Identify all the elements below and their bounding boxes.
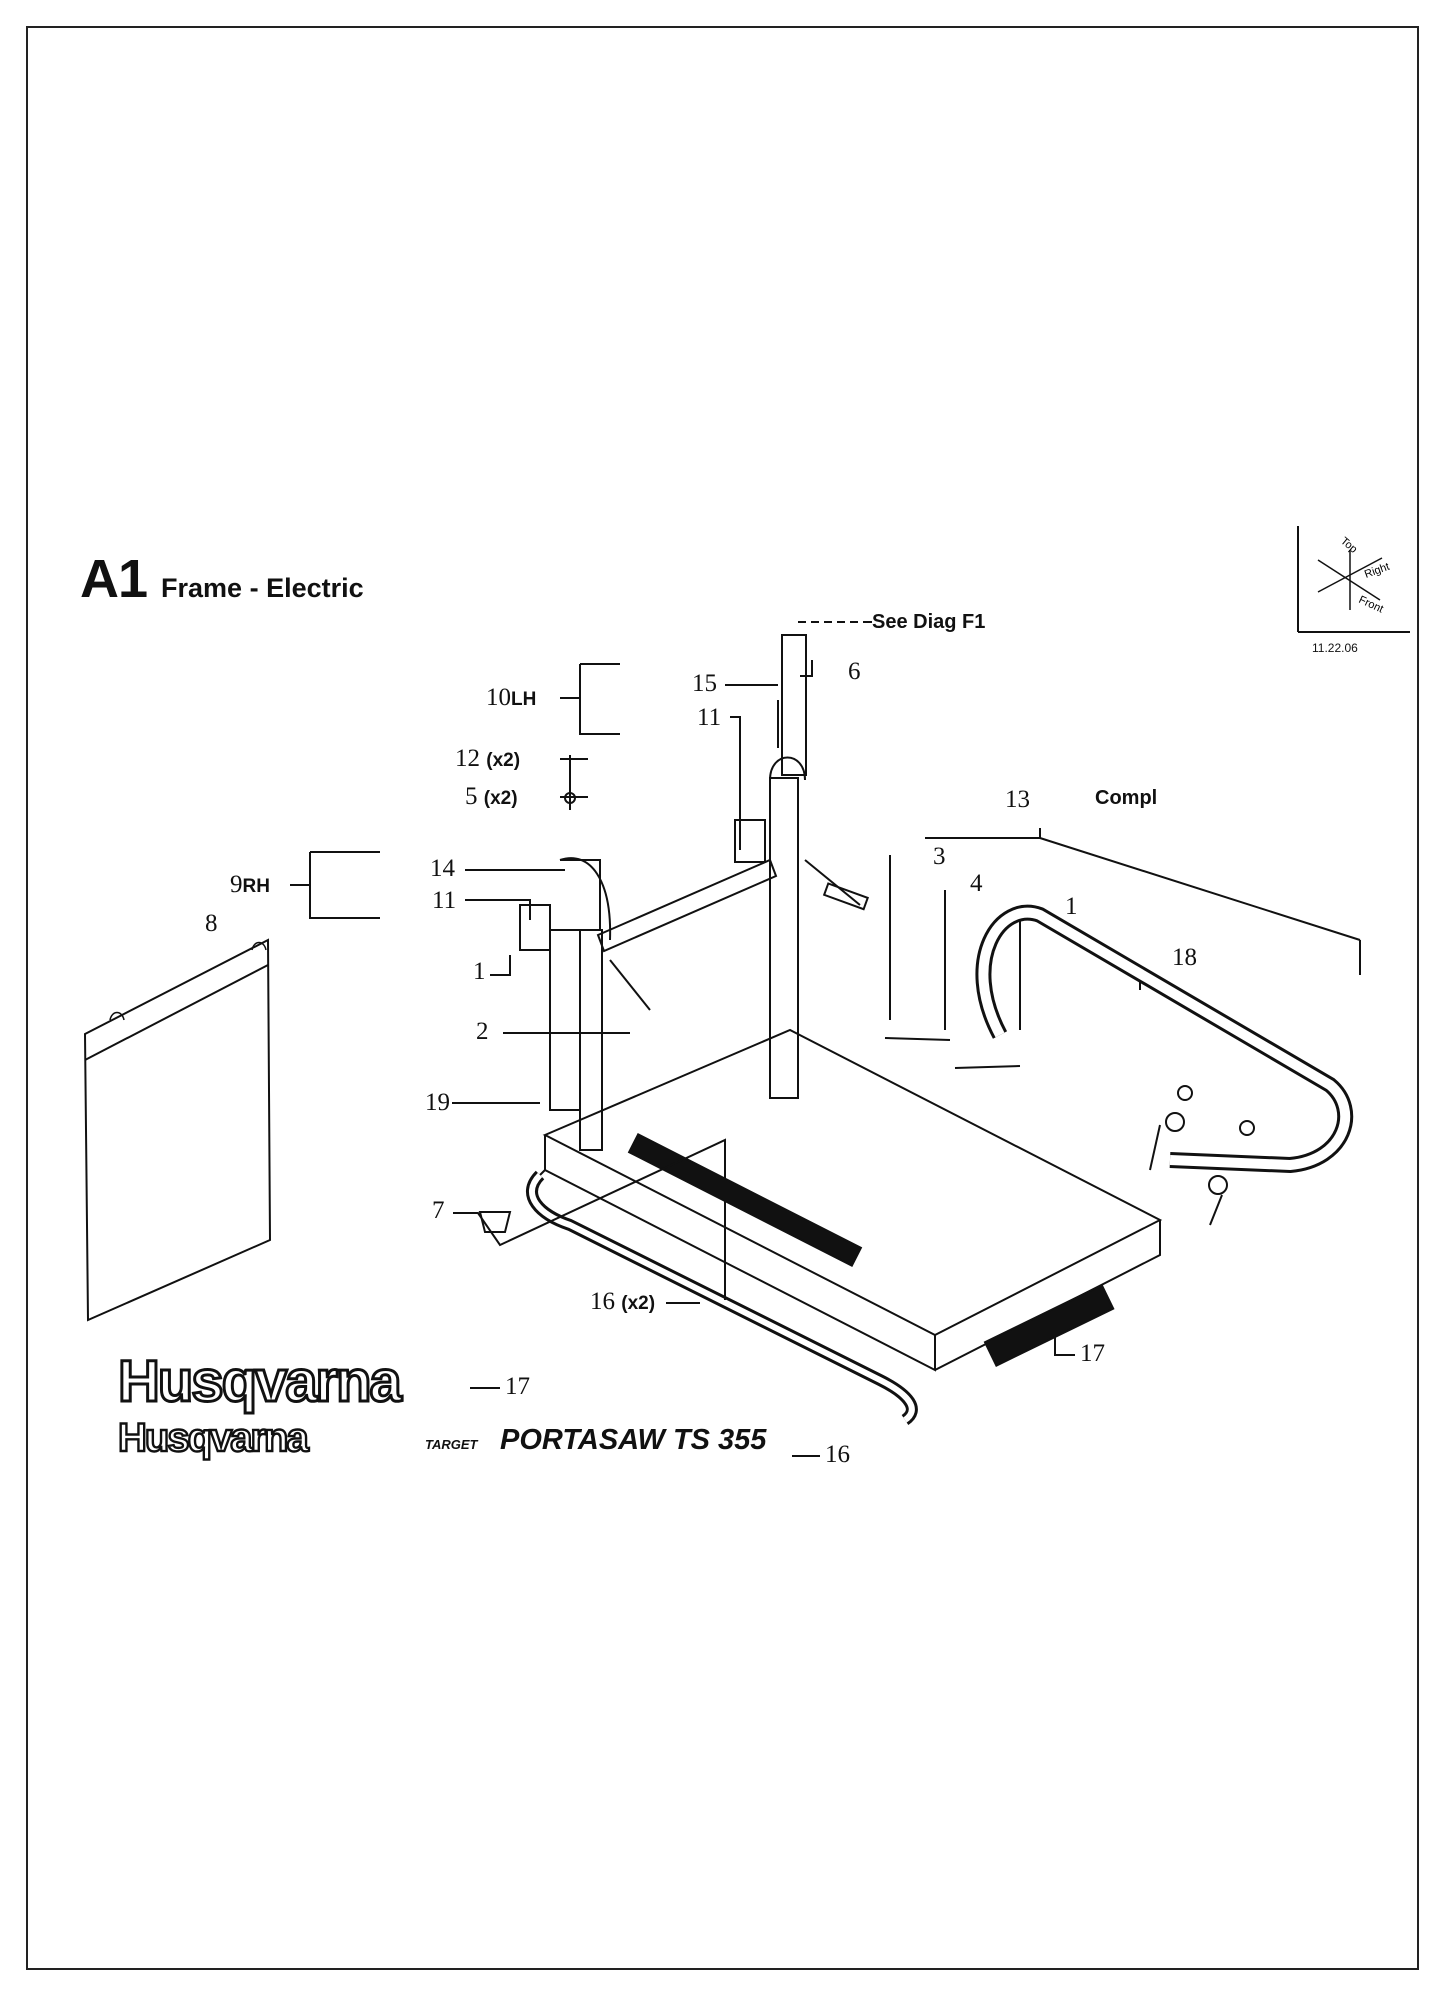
callout-11-top: 11	[697, 704, 722, 731]
brand-logo-large: Husqvarna	[117, 1348, 404, 1416]
callout-16-number: 16	[590, 1288, 615, 1315]
callout-5: 5 (x2)	[465, 783, 518, 811]
callout-16-qty: (x2)	[621, 1293, 656, 1314]
callout-12-number: 12	[455, 745, 480, 772]
callout-8: 8	[205, 910, 218, 937]
page-border	[26, 26, 1419, 1970]
orientation-axes	[1297, 526, 1410, 633]
callout-10-side: LH	[511, 689, 537, 710]
callout-15: 15	[692, 670, 717, 697]
axis-top-label: Top	[1338, 535, 1359, 556]
bracket-9	[290, 851, 380, 919]
callout-16-x2: 16 (x2)	[590, 1288, 655, 1316]
crossbar	[596, 858, 778, 953]
callout-2: 2	[476, 1018, 489, 1045]
bumper-rail	[526, 1170, 918, 1425]
leader-17a	[1054, 1320, 1075, 1356]
section-code: A1	[80, 549, 148, 609]
callout-5-qty: (x2)	[483, 788, 518, 809]
foot-7	[478, 1211, 512, 1233]
leader-1b	[490, 955, 511, 976]
upright-right	[734, 634, 870, 1099]
leader-11b	[465, 899, 531, 920]
note-compl: Compl	[1095, 787, 1158, 809]
callout-9-side: RH	[242, 876, 270, 897]
upright-left	[519, 857, 651, 1151]
bracket-10	[560, 663, 620, 735]
callout-9: 9RH	[230, 871, 270, 899]
callout-17-tray: 17	[1080, 1340, 1105, 1367]
callout-5-number: 5	[465, 783, 478, 810]
handle-hardware	[884, 1037, 1255, 1226]
callout-9-number: 9	[230, 871, 243, 898]
note-see-diag: See Diag F1	[872, 611, 986, 633]
decal-target-text: TARGET	[425, 1437, 478, 1452]
axis-front-label: Front	[1357, 594, 1385, 616]
leader-11a	[730, 716, 741, 850]
decal-panel-8	[83, 938, 272, 1322]
callout-6: 6	[848, 658, 861, 685]
callout-17-decal: 17	[505, 1373, 530, 1400]
brand-logo-small: Husqvarna	[117, 1415, 310, 1461]
handle-18	[975, 904, 1354, 1174]
callout-18: 18	[1172, 944, 1197, 971]
callout-11-left: 11	[432, 887, 457, 914]
callout-19: 19	[425, 1089, 450, 1116]
section-heading: A1 Frame - Electric	[80, 548, 364, 610]
leader-7-16	[453, 1138, 726, 1300]
axis-right-label: Right	[1363, 561, 1391, 581]
callout-14: 14	[430, 855, 455, 882]
callout-13: 13	[1005, 786, 1030, 813]
bumper-rail-inner	[529, 1172, 915, 1423]
section-title: Frame - Electric	[161, 573, 364, 603]
callout-4: 4	[970, 870, 983, 897]
leader-13	[925, 828, 1361, 975]
callout-7: 7	[432, 1197, 445, 1224]
callout-10-number: 10	[486, 684, 511, 711]
base-tray	[539, 1028, 1163, 1372]
callout-16-decal: 16	[825, 1441, 850, 1468]
revision-date: 11.22.06	[1312, 641, 1358, 655]
decal-model-text: PORTASAW TS 355	[500, 1424, 767, 1456]
callout-1-left: 1	[473, 958, 486, 985]
callout-10: 10LH	[486, 684, 536, 712]
callout-1-handle: 1	[1065, 893, 1078, 920]
callout-12: 12 (x2)	[455, 745, 520, 773]
callout-3: 3	[933, 843, 946, 870]
leader-6	[800, 660, 813, 677]
callout-12-qty: (x2)	[486, 750, 521, 771]
